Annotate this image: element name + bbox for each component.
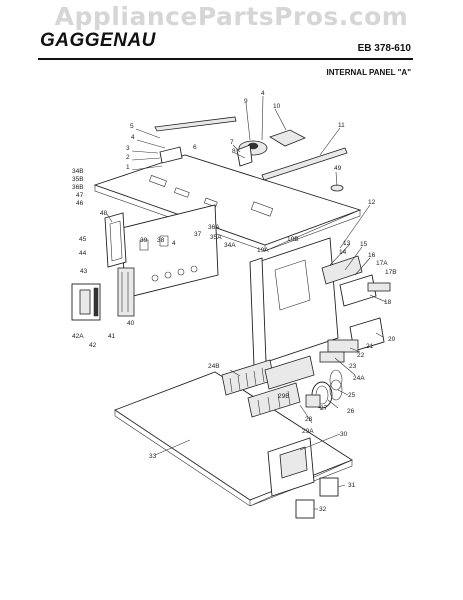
callout-label: 40 — [127, 320, 135, 327]
latch-bracket — [159, 146, 183, 164]
callout-label: 36B — [72, 184, 84, 191]
callout-label: 42A — [72, 333, 84, 340]
callout-label: 42 — [89, 342, 97, 349]
callout-label: 24B — [208, 363, 220, 370]
callout-label: 31 — [348, 482, 356, 489]
watermark: AppliancePartsPros.com — [54, 2, 409, 31]
callout-label: 7 — [230, 139, 234, 146]
cover-plate — [319, 477, 339, 497]
header-rule — [38, 58, 413, 60]
callout-label: 44 — [79, 250, 87, 257]
panel-cutout — [250, 201, 274, 217]
fuse-holder — [367, 282, 391, 292]
cover-plate-small — [295, 499, 315, 519]
terminal-strip — [117, 267, 135, 317]
relay-27 — [305, 394, 321, 408]
callout-label: 20 — [388, 336, 396, 343]
callout-label: 22 — [357, 352, 365, 359]
callout-label: 8 — [232, 148, 236, 155]
callout-label: 43 — [80, 268, 88, 275]
callout-label: 33 — [149, 453, 157, 460]
door-panel-left — [104, 212, 127, 268]
callout-label: 19A — [257, 247, 269, 254]
callout-label: 11 — [338, 122, 345, 129]
callout-label: 32 — [319, 506, 327, 513]
callout-label: 12 — [368, 199, 376, 206]
rail-strip — [261, 147, 348, 181]
callout-label: 29A — [302, 428, 314, 435]
relay-assembly — [321, 255, 363, 285]
callout-label: 36A — [208, 224, 220, 231]
callout-label: 47 — [76, 192, 84, 199]
callout-label: 1 — [126, 164, 130, 171]
callout-label: 28 — [305, 416, 313, 423]
callout-label: 5 — [130, 123, 134, 130]
callout-label: 39 — [140, 237, 148, 244]
callout-label: 10 — [273, 103, 281, 110]
callout-label: 4 — [261, 90, 265, 97]
callout-label: 24A — [353, 375, 365, 382]
clip-part — [236, 144, 253, 167]
callout-label: 6 — [193, 144, 197, 151]
callout-label: 9 — [244, 98, 248, 105]
callout-label: 15 — [360, 241, 368, 248]
callout-label: 23 — [349, 363, 357, 370]
callout-labels: 4 9 10 5 4 6 7 8 11 3 2 1 34B 35B 36B 47… — [72, 90, 397, 513]
callout-label: 4 — [172, 240, 176, 247]
callout-label: 45 — [79, 236, 87, 243]
callout-label: 25 — [348, 392, 356, 399]
callout-label: 3 — [126, 145, 130, 152]
callout-label: 35A — [210, 234, 222, 241]
callout-label: 17B — [385, 269, 397, 276]
callout-label: 21 — [366, 343, 374, 350]
callout-label: 46 — [76, 200, 84, 207]
left-panel — [121, 204, 219, 299]
mount-plate — [269, 129, 306, 147]
callout-label: 38 — [157, 237, 165, 244]
terminal-block-29b — [264, 355, 315, 390]
terminal-block-29a — [247, 382, 301, 418]
callout-label: 27 — [320, 405, 328, 412]
callout-label: 49 — [334, 165, 342, 172]
model-number: EB 378-610 — [357, 43, 411, 54]
rod-part — [154, 116, 237, 132]
callout-label: 34A — [224, 242, 236, 249]
callout-label: 48 — [100, 210, 108, 217]
section-title: INTERNAL PANEL "A" — [326, 68, 411, 77]
callout-label: 26 — [347, 408, 355, 415]
callout-label: 34B — [72, 168, 84, 175]
callout-label: 17A — [376, 260, 388, 267]
callout-label: 4 — [131, 134, 135, 141]
relay-module — [339, 274, 377, 307]
brand-logo: GAGGENAU — [40, 30, 156, 51]
callout-label: 29B — [278, 393, 290, 400]
callout-label: 14 — [339, 249, 347, 256]
callout-label: 35B — [72, 176, 84, 183]
callout-label: 16 — [368, 252, 376, 259]
callout-label: 30 — [340, 431, 348, 438]
callout-label: 13 — [343, 240, 351, 247]
callout-label: 19B — [287, 236, 299, 243]
spring-part — [329, 369, 343, 401]
callout-label: 37 — [194, 231, 202, 238]
callout-label: 41 — [108, 333, 116, 340]
mounting-plate — [257, 237, 339, 363]
callout-label: 18 — [384, 299, 392, 306]
callout-label: 2 — [126, 154, 130, 161]
